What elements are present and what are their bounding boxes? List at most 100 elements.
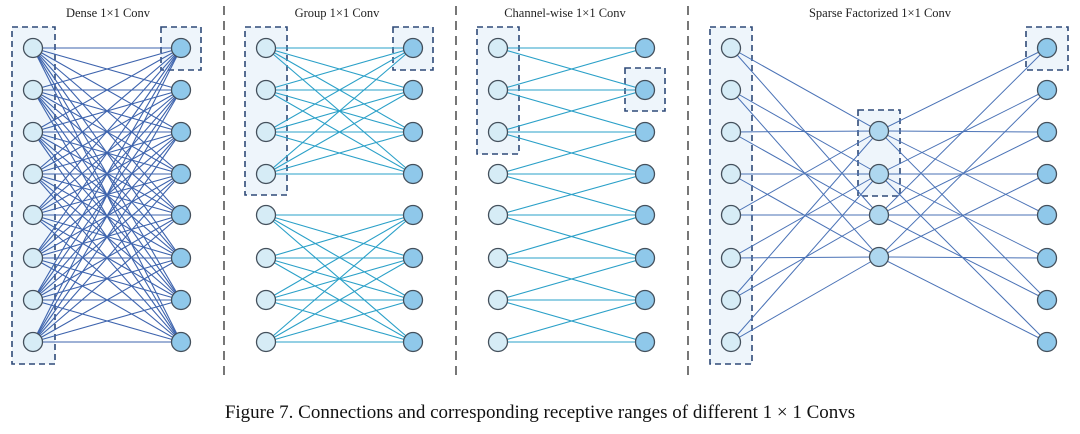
group-connection-edge [265, 214, 414, 259]
output-channel-node [634, 79, 656, 101]
sparse-first-stage-edge [730, 130, 880, 216]
sparse-second-stage-edge [878, 89, 1048, 258]
output-channel-node [402, 163, 424, 185]
input-channel-node [255, 121, 277, 143]
output-channel-node [402, 37, 424, 59]
output-channel-node [634, 289, 656, 311]
input-channel-node [255, 37, 277, 59]
receptive-box-sparse-inputs [709, 26, 753, 365]
sparse-first-stage-edge [730, 130, 880, 133]
input-channel-node [487, 121, 509, 143]
dense-connection-edge [32, 131, 182, 343]
input-channel-node [22, 121, 44, 143]
input-channel-node [22, 163, 44, 185]
output-channel-node [402, 289, 424, 311]
intermediate-channel-node [868, 246, 890, 268]
group-connection-edge [265, 257, 414, 343]
group-connection-edge [265, 131, 414, 175]
dense-connection-edge [32, 47, 182, 133]
panel-title-group: Group 1×1 Conv [295, 6, 381, 20]
input-channel-node [255, 289, 277, 311]
group-connection-edge [265, 214, 414, 301]
output-channel-node [402, 247, 424, 269]
output-channel-node [634, 121, 656, 143]
input-channel-node [487, 79, 509, 101]
sparse-second-stage-edge [878, 256, 1048, 343]
connection-edges [32, 47, 1048, 343]
input-channel-node [720, 204, 742, 226]
input-channel-node [487, 247, 509, 269]
output-channel-node [1036, 37, 1058, 59]
group-connection-edge [265, 89, 414, 175]
input-channel-node [255, 163, 277, 185]
dense-connection-edge [32, 89, 182, 343]
input-channel-node [720, 163, 742, 185]
input-channel-node [255, 204, 277, 226]
sparse-first-stage-edge [730, 47, 880, 132]
intermediate-channel-node [868, 204, 890, 226]
sparse-first-stage-edge [730, 173, 880, 343]
channel-wise-connection-edge [497, 89, 646, 133]
output-channel-node [402, 121, 424, 143]
output-channel-node [634, 204, 656, 226]
dense-connection-edge [32, 299, 182, 343]
channel-wise-connection-edge [497, 299, 646, 343]
input-channel-node [720, 289, 742, 311]
output-channel-node [1036, 121, 1058, 143]
output-channel-node [170, 163, 192, 185]
input-channel-node [487, 331, 509, 353]
output-channel-node [170, 204, 192, 226]
dense-connection-edge [32, 47, 182, 216]
intermediate-channel-node [868, 163, 890, 185]
input-channel-node [487, 37, 509, 59]
input-channel-node [255, 247, 277, 269]
group-connection-edge [265, 47, 414, 175]
output-channel-node [1036, 79, 1058, 101]
input-channel-node [720, 121, 742, 143]
output-channel-node [1036, 331, 1058, 353]
output-channel-node [170, 37, 192, 59]
output-channel-node [1036, 247, 1058, 269]
channel-wise-connection-edge [497, 214, 646, 259]
dense-connection-edge [32, 47, 182, 91]
output-channel-node [170, 331, 192, 353]
panel-title-channel-wise: Channel-wise 1×1 Conv [504, 6, 626, 20]
group-connection-edge [265, 47, 414, 133]
sparse-first-stage-edge [730, 256, 880, 343]
sparse-second-stage-edge [878, 47, 1048, 132]
sparse-first-stage-edge [730, 130, 880, 301]
input-channel-node [255, 331, 277, 353]
channel-wise-connection-edge [497, 173, 646, 216]
input-channel-node [720, 37, 742, 59]
intermediate-channel-node [868, 120, 890, 142]
dense-connection-edge [32, 173, 182, 343]
channel-wise-connection-edge [497, 131, 646, 175]
input-channel-node [22, 37, 44, 59]
channel-nodes [22, 37, 1058, 353]
output-channel-node [170, 121, 192, 143]
input-channel-node [22, 204, 44, 226]
input-channel-node [22, 247, 44, 269]
output-channel-node [402, 204, 424, 226]
sparse-second-stage-edge [878, 47, 1048, 216]
input-channel-node [720, 79, 742, 101]
output-channel-node [170, 79, 192, 101]
output-channel-node [1036, 204, 1058, 226]
channel-wise-connection-edge [497, 257, 646, 301]
output-channel-node [1036, 289, 1058, 311]
dense-connection-edge [32, 47, 182, 259]
input-channel-node [487, 204, 509, 226]
output-channel-node [170, 247, 192, 269]
output-channel-node [1036, 163, 1058, 185]
output-channel-node [634, 331, 656, 353]
sparse-second-stage-edge [878, 256, 1048, 259]
panel-title-sparse-factorized: Sparse Factorized 1×1 Conv [809, 6, 952, 20]
dense-connection-edge [32, 47, 182, 301]
output-channel-node [402, 331, 424, 353]
input-channel-node [487, 163, 509, 185]
sparse-second-stage-edge [878, 173, 1048, 258]
input-channel-node [22, 289, 44, 311]
figure-caption: Figure 7. Connections and corresponding … [225, 402, 855, 423]
channel-wise-connection-edge [497, 47, 646, 91]
